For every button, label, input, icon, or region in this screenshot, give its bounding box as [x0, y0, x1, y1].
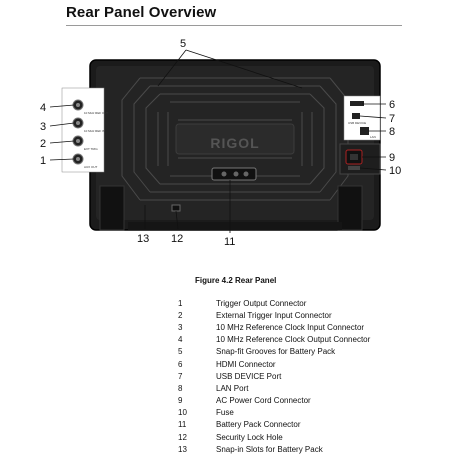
- legend-number: 7: [178, 371, 183, 381]
- legend-item: 3 10 MHz Reference Clock Input Connector: [178, 321, 370, 333]
- callout-11: 11: [224, 236, 235, 248]
- legend-item: 12 Security Lock Hole: [178, 431, 370, 443]
- legend-item: 5 Snap-fit Grooves for Battery Pack: [178, 346, 370, 358]
- svg-text:10 MHz REF IN: 10 MHz REF IN: [84, 129, 105, 133]
- security-lock-hole: [171, 204, 181, 212]
- callout-1: 1: [40, 155, 46, 167]
- svg-text:EXT TRIG: EXT TRIG: [84, 147, 98, 151]
- legend-number: 4: [178, 335, 183, 345]
- legend-description: Fuse: [216, 408, 234, 418]
- page-title: Rear Panel Overview: [66, 4, 217, 21]
- legend-number: 6: [178, 359, 183, 369]
- legend-number: 9: [178, 396, 183, 406]
- callout-6: 6: [389, 99, 395, 111]
- legend-description: Snap-in Slots for Battery Pack: [216, 444, 323, 454]
- bnc-connectors: 10 MHz REF OUT 10 MHz REF IN EXT TRIG AU…: [72, 99, 109, 169]
- callout-13: 13: [137, 233, 149, 245]
- callout-4: 4: [40, 102, 46, 114]
- legend-item: 13 Snap-in Slots for Battery Pack: [178, 443, 370, 455]
- right-foot: [337, 185, 363, 231]
- legend-description: 10 MHz Reference Clock Output Connector: [216, 335, 371, 345]
- legend-item: 9 AC Power Cord Connector: [178, 395, 370, 407]
- legend-number: 12: [178, 432, 187, 442]
- legend-item: 7 USB DEVICE Port: [178, 370, 370, 382]
- callout-2: 2: [40, 138, 46, 150]
- left-foot: [99, 185, 125, 231]
- legend-description: Trigger Output Connector: [216, 298, 307, 308]
- legend-item: 2 External Trigger Input Connector: [178, 309, 370, 321]
- legend-number: 2: [178, 310, 183, 320]
- legend-description: Battery Pack Connector: [216, 420, 301, 430]
- legend-item: 11 Battery Pack Connector: [178, 419, 370, 431]
- legend-number: 5: [178, 347, 183, 357]
- legend-description: 10 MHz Reference Clock Input Connector: [216, 322, 365, 332]
- battery-grooves: [121, 77, 349, 201]
- svg-text:LAN: LAN: [370, 135, 376, 139]
- fuse-icon: [348, 166, 360, 170]
- callout-10: 10: [389, 165, 401, 177]
- legend-description: USB DEVICE Port: [216, 371, 282, 381]
- legend-number: 3: [178, 322, 183, 332]
- legend-item: 10 Fuse: [178, 407, 370, 419]
- rear-panel-figure: RIGOL 10 MHz REF OUT 10 MHz REF IN EXT T…: [40, 38, 401, 248]
- legend-item: 6 HDMI Connector: [178, 358, 370, 370]
- svg-text:10 MHz REF OUT: 10 MHz REF OUT: [84, 111, 109, 115]
- legend-description: HDMI Connector: [216, 359, 276, 369]
- legend-description: Snap-fit Grooves for Battery Pack: [216, 347, 336, 357]
- callout-12: 12: [171, 233, 183, 245]
- callout-3: 3: [40, 121, 46, 133]
- callout-9: 9: [389, 152, 395, 164]
- callout-8: 8: [389, 126, 395, 138]
- legend-description: Security Lock Hole: [216, 432, 283, 442]
- legend-description: LAN Port: [216, 383, 249, 393]
- legend-number: 10: [178, 408, 187, 418]
- callout-5: 5: [180, 38, 186, 50]
- lan-port-icon: [360, 127, 369, 135]
- callout-7: 7: [389, 113, 395, 125]
- battery-pack-area: [175, 123, 295, 155]
- legend-description: External Trigger Input Connector: [216, 310, 332, 320]
- svg-text:USB DEVICE: USB DEVICE: [348, 121, 366, 125]
- legend-number: 1: [178, 298, 183, 308]
- legend-number: 8: [178, 383, 183, 393]
- legend-item: 4 10 MHz Reference Clock Output Connector: [178, 334, 370, 346]
- legend-description: AC Power Cord Connector: [216, 396, 311, 406]
- brand-logo: RIGOL: [210, 135, 259, 151]
- legend-list: 1 Trigger Output Connector 2 External Trigg…: [178, 297, 370, 455]
- usb-port-icon: [352, 113, 360, 119]
- svg-text:AUX OUT: AUX OUT: [84, 165, 98, 169]
- legend-number: 13: [178, 444, 187, 454]
- hdmi-port-icon: [350, 101, 364, 106]
- legend-item: 1 Trigger Output Connector: [178, 297, 370, 309]
- title-divider: [66, 25, 402, 26]
- legend-number: 11: [178, 420, 187, 430]
- figure-caption: Figure 4.2 Rear Panel: [195, 276, 277, 285]
- legend-item: 8 LAN Port: [178, 382, 370, 394]
